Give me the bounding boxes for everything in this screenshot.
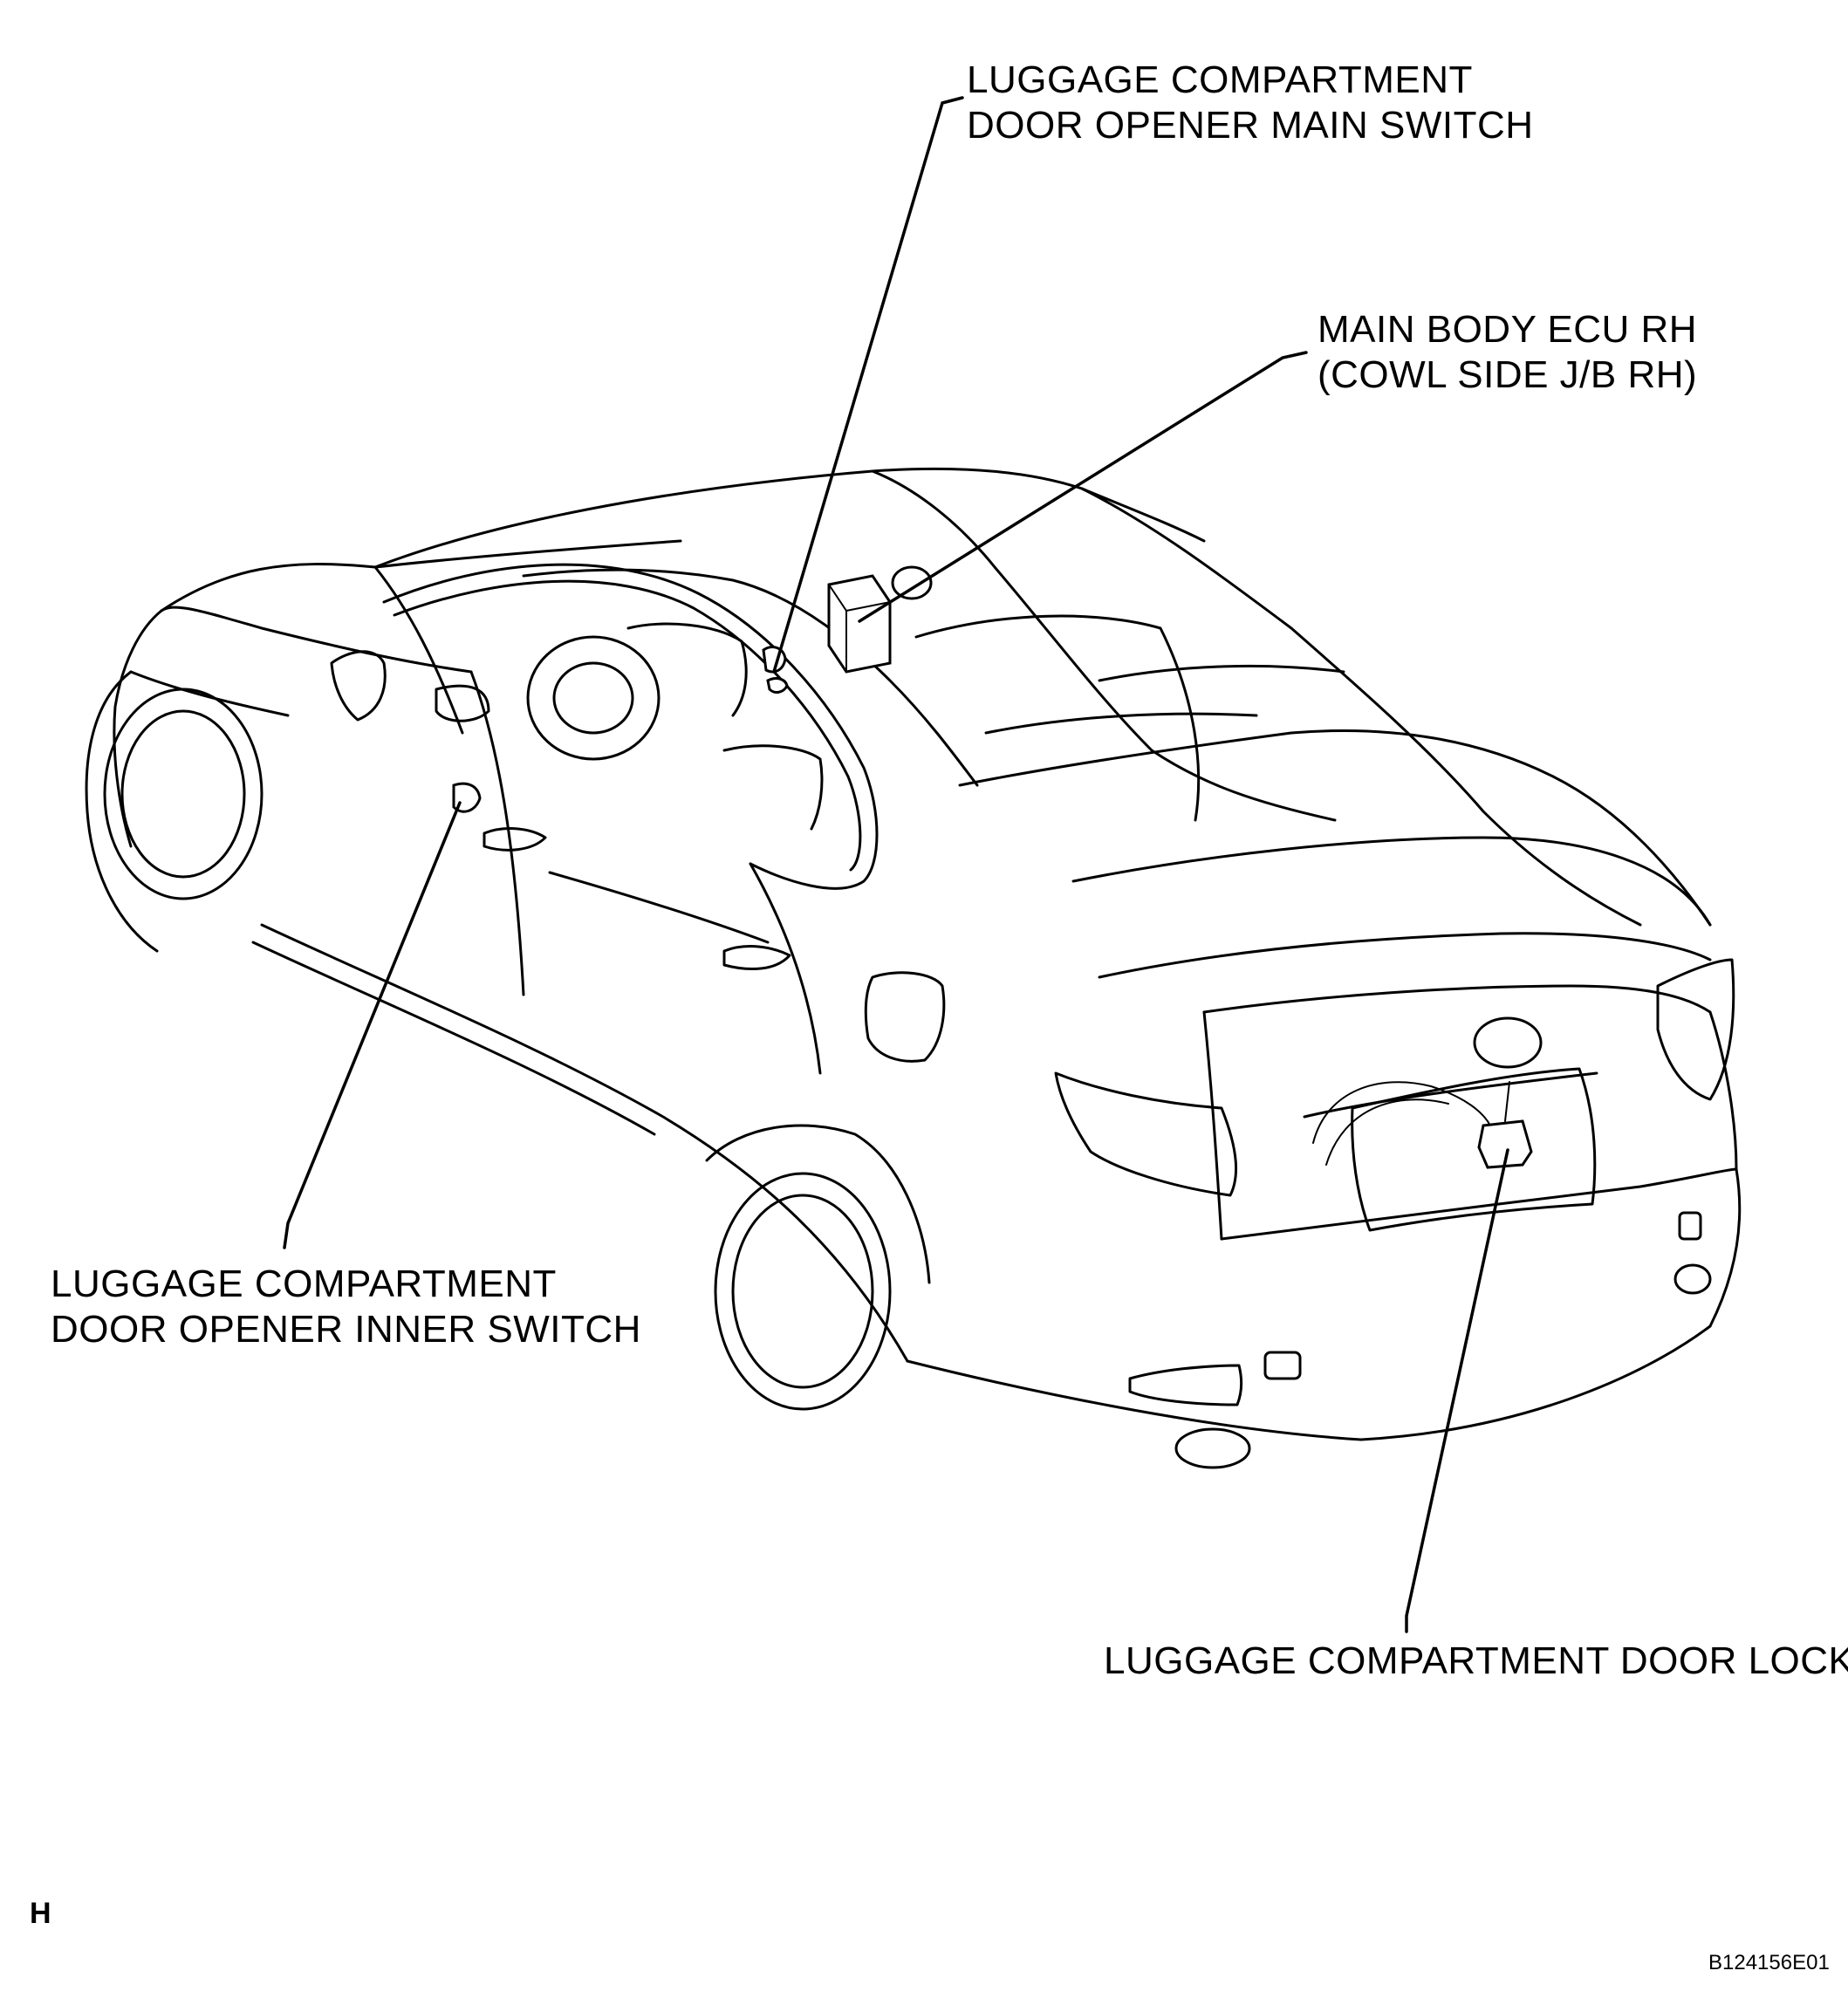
label-inner-switch-line-2: DOOR OPENER INNER SWITCH: [51, 1308, 641, 1351]
label-main-switch: LUGGAGE COMPARTMENT DOOR OPENER MAIN SWI…: [967, 58, 1534, 148]
label-door-lock: LUGGAGE COMPARTMENT DOOR LOCK: [1104, 1639, 1848, 1684]
leader-inner-switch: [283, 801, 462, 1249]
main-body-ecu-part: [827, 565, 933, 674]
car-body: [85, 467, 1742, 1469]
door-lock-part: [1312, 1081, 1533, 1169]
label-door-lock-line-1: LUGGAGE COMPARTMENT DOOR LOCK: [1104, 1639, 1848, 1682]
leader-door-lock: [1405, 1148, 1509, 1633]
label-inner-switch-line-1: LUGGAGE COMPARTMENT: [51, 1263, 557, 1305]
page-letter: H: [30, 1897, 51, 1930]
leader-ecu: [858, 351, 1308, 623]
label-inner-switch: LUGGAGE COMPARTMENT DOOR OPENER INNER SW…: [51, 1262, 641, 1352]
leader-main-switch: [772, 96, 964, 674]
label-ecu-line-1: MAIN BODY ECU RH: [1318, 308, 1698, 351]
label-main-body-ecu: MAIN BODY ECU RH (COWL SIDE J/B RH): [1318, 307, 1697, 398]
figure-code: B124156E01: [1708, 1951, 1830, 1974]
label-main-switch-line-2: DOOR OPENER MAIN SWITCH: [967, 104, 1534, 147]
label-main-switch-line-1: LUGGAGE COMPARTMENT: [967, 58, 1473, 101]
label-ecu-line-2: (COWL SIDE J/B RH): [1318, 353, 1698, 396]
